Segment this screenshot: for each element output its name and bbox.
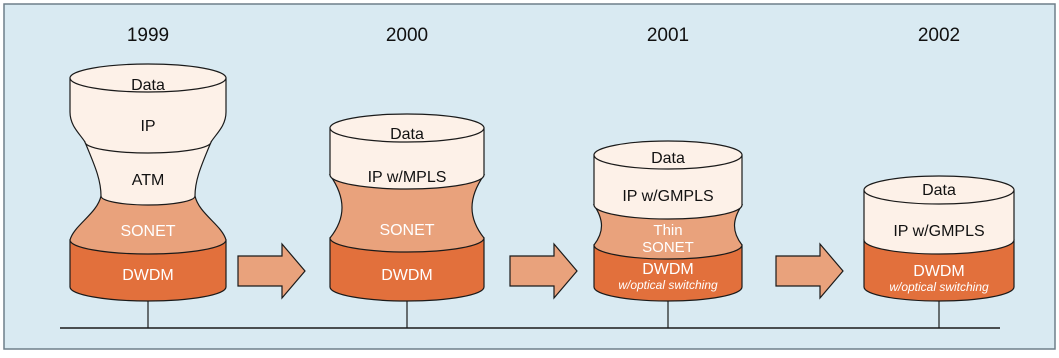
- year-label: 2001: [647, 25, 689, 46]
- layer-sonet: [69, 195, 227, 255]
- label-dwdm: DWDM: [913, 263, 965, 280]
- layer-ip: [69, 77, 227, 154]
- stack-1999: 1999 Data IP ATM SONET DWDM: [69, 25, 227, 302]
- label-data: Data: [131, 77, 165, 94]
- label-data: Data: [390, 126, 424, 143]
- stack-2002: 2002 Data IP w/GMPLS DWDM w/optical swit…: [863, 25, 1015, 302]
- label-dwdm: DWDM: [642, 261, 694, 278]
- year-label: 2002: [918, 25, 960, 46]
- label-dwdm-sub: w/optical switching: [889, 280, 989, 294]
- year-label: 2000: [386, 25, 428, 46]
- stack-2000: 2000 Data IP w/MPLS SONET DWDM: [328, 25, 486, 302]
- layer-dwdm: [863, 239, 1015, 302]
- layer-atm: [84, 141, 212, 206]
- layer-ip: [863, 189, 1015, 255]
- layer-data: [593, 140, 743, 170]
- layer-ip: [593, 154, 743, 220]
- label-data: Data: [651, 150, 685, 167]
- layer-data: [69, 63, 227, 93]
- layer-dwdm: [69, 239, 227, 302]
- layer-sonet: [328, 174, 486, 253]
- label-ip: IP w/MPLS: [368, 169, 447, 186]
- label-sonet-line1: Thin: [653, 222, 682, 239]
- stack-2001: 2001 Data IP w/GMPLS Thin SONET DWDM w/o…: [592, 25, 744, 302]
- layer-sonet: [592, 204, 744, 260]
- label-data: Data: [922, 182, 956, 199]
- label-sonet: SONET: [120, 223, 175, 240]
- label-atm: ATM: [132, 172, 165, 189]
- arrow-right-2: [509, 242, 578, 300]
- label-sonet: SONET: [379, 222, 434, 239]
- layer-dwdm: [593, 244, 743, 302]
- label-dwdm-sub: w/optical switching: [618, 278, 718, 292]
- label-ip: IP: [140, 118, 155, 135]
- layer-data: [863, 175, 1015, 205]
- layer-ip: [329, 127, 485, 190]
- layer-dwdm: [329, 237, 485, 302]
- layer-data: [329, 113, 485, 143]
- label-ip: IP w/GMPLS: [893, 223, 984, 240]
- arrow-right-1: [237, 242, 306, 300]
- year-label: 1999: [127, 25, 169, 46]
- label-dwdm: DWDM: [381, 267, 433, 284]
- label-dwdm: DWDM: [122, 267, 174, 284]
- label-ip: IP w/GMPLS: [622, 188, 713, 205]
- arrow-right-3: [775, 242, 844, 300]
- label-sonet-line2: SONET: [642, 239, 694, 256]
